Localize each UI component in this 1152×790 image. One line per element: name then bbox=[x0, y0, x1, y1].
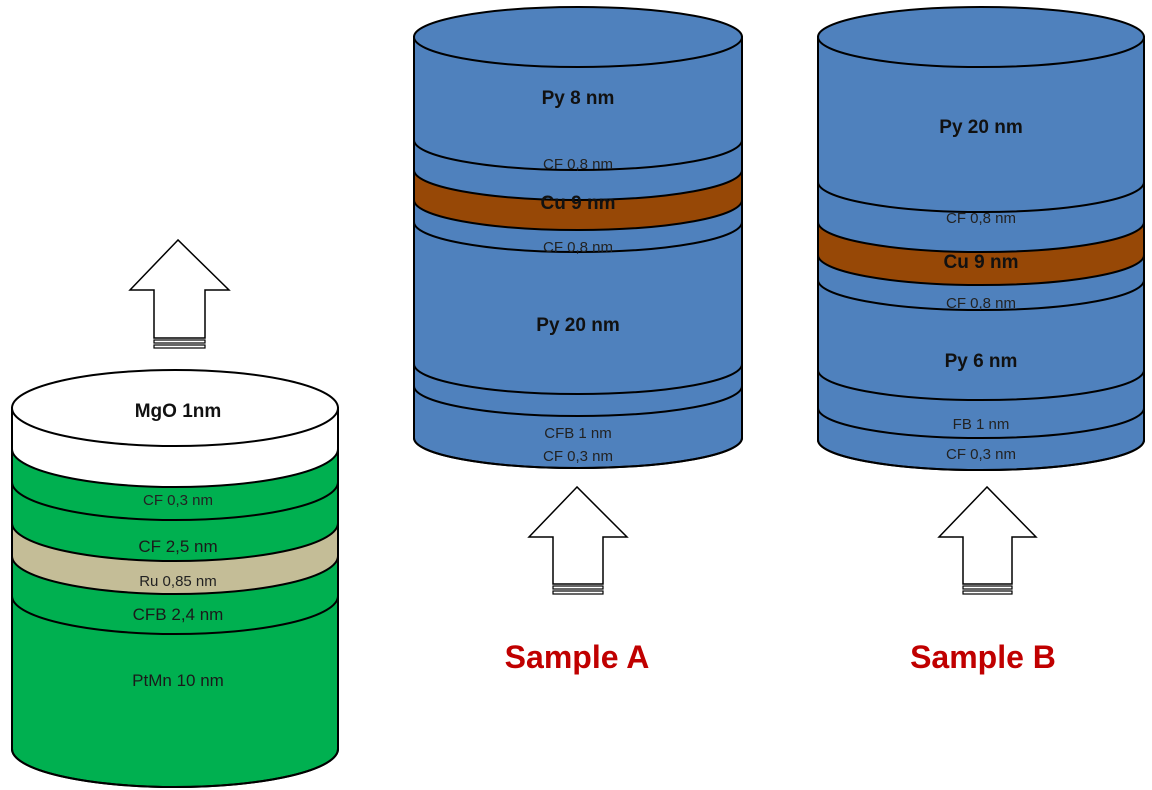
layer-label: Ru 0,85 nm bbox=[139, 573, 217, 590]
magnetization-arrow-a bbox=[527, 485, 629, 595]
layer-label: CF 0,3 nm bbox=[543, 448, 613, 465]
arrow-up-icon bbox=[128, 238, 231, 339]
stack-left: MgO 1nm CF 0,3 nm CF 2,5 nm Ru 0,85 nm C… bbox=[11, 369, 339, 788]
layer-label: CFB 2,4 nm bbox=[133, 605, 224, 624]
layer-label: CF 0,8 nm bbox=[946, 210, 1016, 227]
layer-label: CF 0,3 nm bbox=[143, 492, 213, 509]
stack-left-top bbox=[11, 369, 339, 447]
layer-label: CFB 1 nm bbox=[544, 425, 612, 442]
layer-label: Cu 9 nm bbox=[541, 193, 616, 214]
magnetization-arrow-b bbox=[937, 485, 1038, 595]
layer-label: FB 1 nm bbox=[953, 416, 1010, 433]
layer-label: CF 0,8 nm bbox=[946, 295, 1016, 312]
arrow-up-icon bbox=[527, 485, 629, 585]
layer-cu-band bbox=[818, 222, 1144, 285]
sample-b-top bbox=[817, 6, 1145, 68]
sample-a-top bbox=[413, 6, 743, 68]
layer-label: CF 0,3 nm bbox=[946, 446, 1016, 463]
layer-label: CF 0,8 nm bbox=[543, 239, 613, 256]
layer-label: Py 20 nm bbox=[536, 315, 619, 336]
layer-ru-band bbox=[12, 523, 338, 594]
sample-b-caption: Sample B bbox=[910, 639, 1056, 675]
arrow-up-icon bbox=[937, 485, 1038, 585]
layer-label: CF 0,8 nm bbox=[543, 156, 613, 173]
layer-label: Py 8 nm bbox=[542, 88, 615, 109]
layer-label: MgO 1nm bbox=[135, 401, 222, 422]
layer-label: Py 6 nm bbox=[945, 351, 1018, 372]
sample-a-stack: Py 8 nm CF 0,8 nm Cu 9 nm CF 0,8 nm Py 2… bbox=[413, 6, 743, 469]
sample-b-stack: Py 20 nm CF 0,8 nm Cu 9 nm CF 0,8 nm Py … bbox=[817, 6, 1145, 471]
layer-label: PtMn 10 nm bbox=[132, 671, 224, 690]
layer-label: Py 20 nm bbox=[939, 117, 1022, 138]
layer-label: Cu 9 nm bbox=[944, 252, 1019, 273]
sample-a-caption: Sample A bbox=[505, 639, 650, 675]
magnetization-arrow-left bbox=[128, 238, 231, 349]
layer-label: CF 2,5 nm bbox=[138, 537, 217, 556]
